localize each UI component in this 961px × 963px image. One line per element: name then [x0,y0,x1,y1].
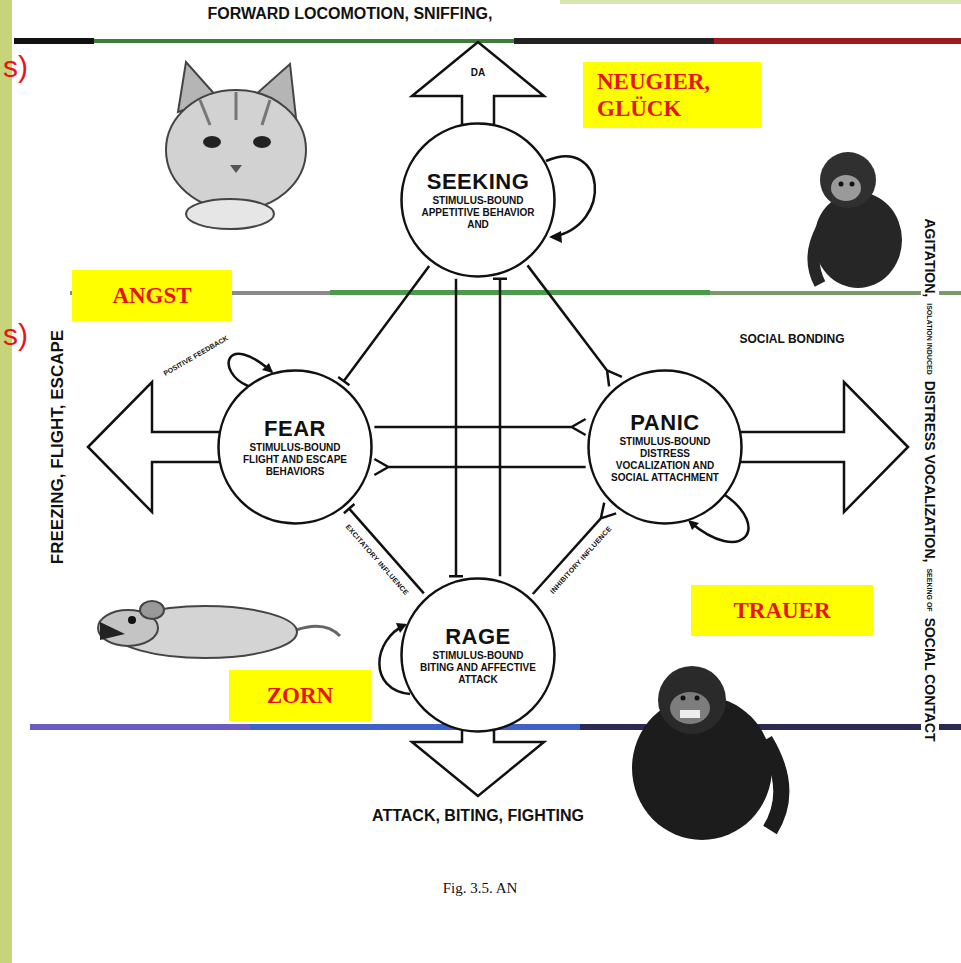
cat-eye [203,136,221,148]
rat-eye [128,616,136,624]
band [30,724,250,730]
cat-head [166,90,306,210]
monkey-eye [850,182,855,187]
transmitter-label: DA [471,67,485,79]
emotion-system-circle: SEEKINGSTIMULUS-BOUND APPETITIVE BEHAVIO… [400,122,556,278]
slide-fragment: s) [3,50,28,85]
behavior-label: SOCIAL CONTACT [922,618,937,742]
rat-tail [296,626,340,636]
system-description: STIMULUS-BOUND BITING AND AFFECTIVE ATTA… [419,650,537,686]
connector-label: INHIBITORY INFLUENCE [548,524,614,596]
emotion-word: ANGST [112,282,191,309]
gorilla-arm [765,740,781,830]
cat-eye [253,136,271,148]
behavior-label: ATTACK, BITING, FIGHTING [372,807,584,825]
influence-connector [338,266,429,385]
top-bar [560,0,961,4]
system-name: SEEKING [419,169,537,195]
behavior-label: SOCIAL BONDING [739,333,844,347]
side-bar [0,0,12,963]
cat-illustration [166,62,306,229]
behavior-label: FORWARD LOCOMOTION, SNIFFING, [207,5,492,23]
output-arrow [730,382,908,512]
monkey-face [831,175,861,201]
loop-arrowhead [262,363,273,373]
influence-connector [374,419,585,435]
rat-illustration [98,601,340,658]
behavior-label: AGITATION, [922,218,937,297]
emotion-word: NEUGIER, GLÜCK [597,68,747,122]
gorilla-head [658,666,726,734]
rat-mouth [100,622,125,640]
circle-shape [402,579,555,732]
behavior-label: DISTRESS VOCALIZATION, [922,381,937,563]
system-name: FEAR [236,416,354,442]
band [94,39,514,43]
circle-shape [589,371,742,524]
monkey-illustration [813,152,902,288]
cat-paw [186,199,274,229]
rotated-label-group: AGITATION, ISOLATION INDUCED DISTRESS VOCA… [921,212,939,747]
emotion-word: ZORN [267,682,333,709]
behavior-small-label: ISOLATION INDUCED [925,303,933,374]
loop-arrowhead [549,231,562,243]
band [514,38,714,44]
band [250,724,580,730]
gorilla-teeth [680,710,700,718]
emotion-system-circle: FEARSTIMULUS-BOUND FLIGHT AND ESCAPE BEH… [217,369,373,525]
emotion-system-circle: RAGESTIMULUS-BOUND BITING AND AFFECTIVE … [400,577,556,733]
band [714,38,961,44]
loop-label: POSITIVE FEEDBACK [162,334,229,378]
circle-text-block: PANICSTIMULUS-BOUND DISTRESS VOCALIZATIO… [606,410,724,484]
gorilla-eye [695,696,700,701]
system-name: PANIC [606,410,724,436]
monkey-body [814,192,902,288]
cat-stripes [200,92,270,125]
circle-shape [219,371,372,524]
influence-connector [527,265,621,386]
system-description: STIMULUS-BOUND FLIGHT AND ESCAPE BEHAVIO… [236,442,354,478]
band [580,724,961,730]
monkey-head [820,152,876,208]
influence-connector [533,503,616,594]
circle-text-block: SEEKINGSTIMULUS-BOUND APPETITIVE BEHAVIO… [419,169,537,231]
system-description: STIMULUS-BOUND DISTRESS VOCALIZATION AND… [606,436,724,484]
system-description: STIMULUS-BOUND APPETITIVE BEHAVIOR AND [419,195,537,231]
loop-arrowhead [688,520,699,530]
figure-caption: Fig. 3.5. AN [443,880,518,897]
emotion-system-circle: PANICSTIMULUS-BOUND DISTRESS VOCALIZATIO… [587,369,743,525]
band [14,38,94,44]
german-emotion-callout: ANGST [72,270,231,321]
circle-shape [402,124,555,277]
slide-fragment: s) [3,318,28,353]
german-emotion-callout: TRAUER [691,585,872,636]
circle-text-block: FEARSTIMULUS-BOUND FLIGHT AND ESCAPE BEH… [236,416,354,478]
monkey-eye [839,182,844,187]
influence-connector [374,459,585,475]
gorilla-face [670,692,710,724]
connector-label: EXCITATORY INFLUENCE [343,522,411,597]
rat-ear [140,601,164,619]
gorilla-eye [681,696,686,701]
system-name: RAGE [419,624,537,650]
emotion-word: TRAUER [733,597,830,624]
gorilla-illustration [632,666,781,840]
monkey-arm [813,228,822,284]
behavior-small-label: SEEKING OF [925,568,933,611]
behavior-label: FREEZING, FLIGHT, ESCAPE [48,330,68,564]
band [330,290,710,295]
circle-text-block: RAGESTIMULUS-BOUND BITING AND AFFECTIVE … [419,624,537,686]
german-emotion-callout: ZORN [229,670,371,721]
output-arrow [88,382,232,512]
german-emotion-callout: NEUGIER, GLÜCK [583,62,761,128]
cat-nose [230,165,242,173]
influence-connector [344,504,424,593]
